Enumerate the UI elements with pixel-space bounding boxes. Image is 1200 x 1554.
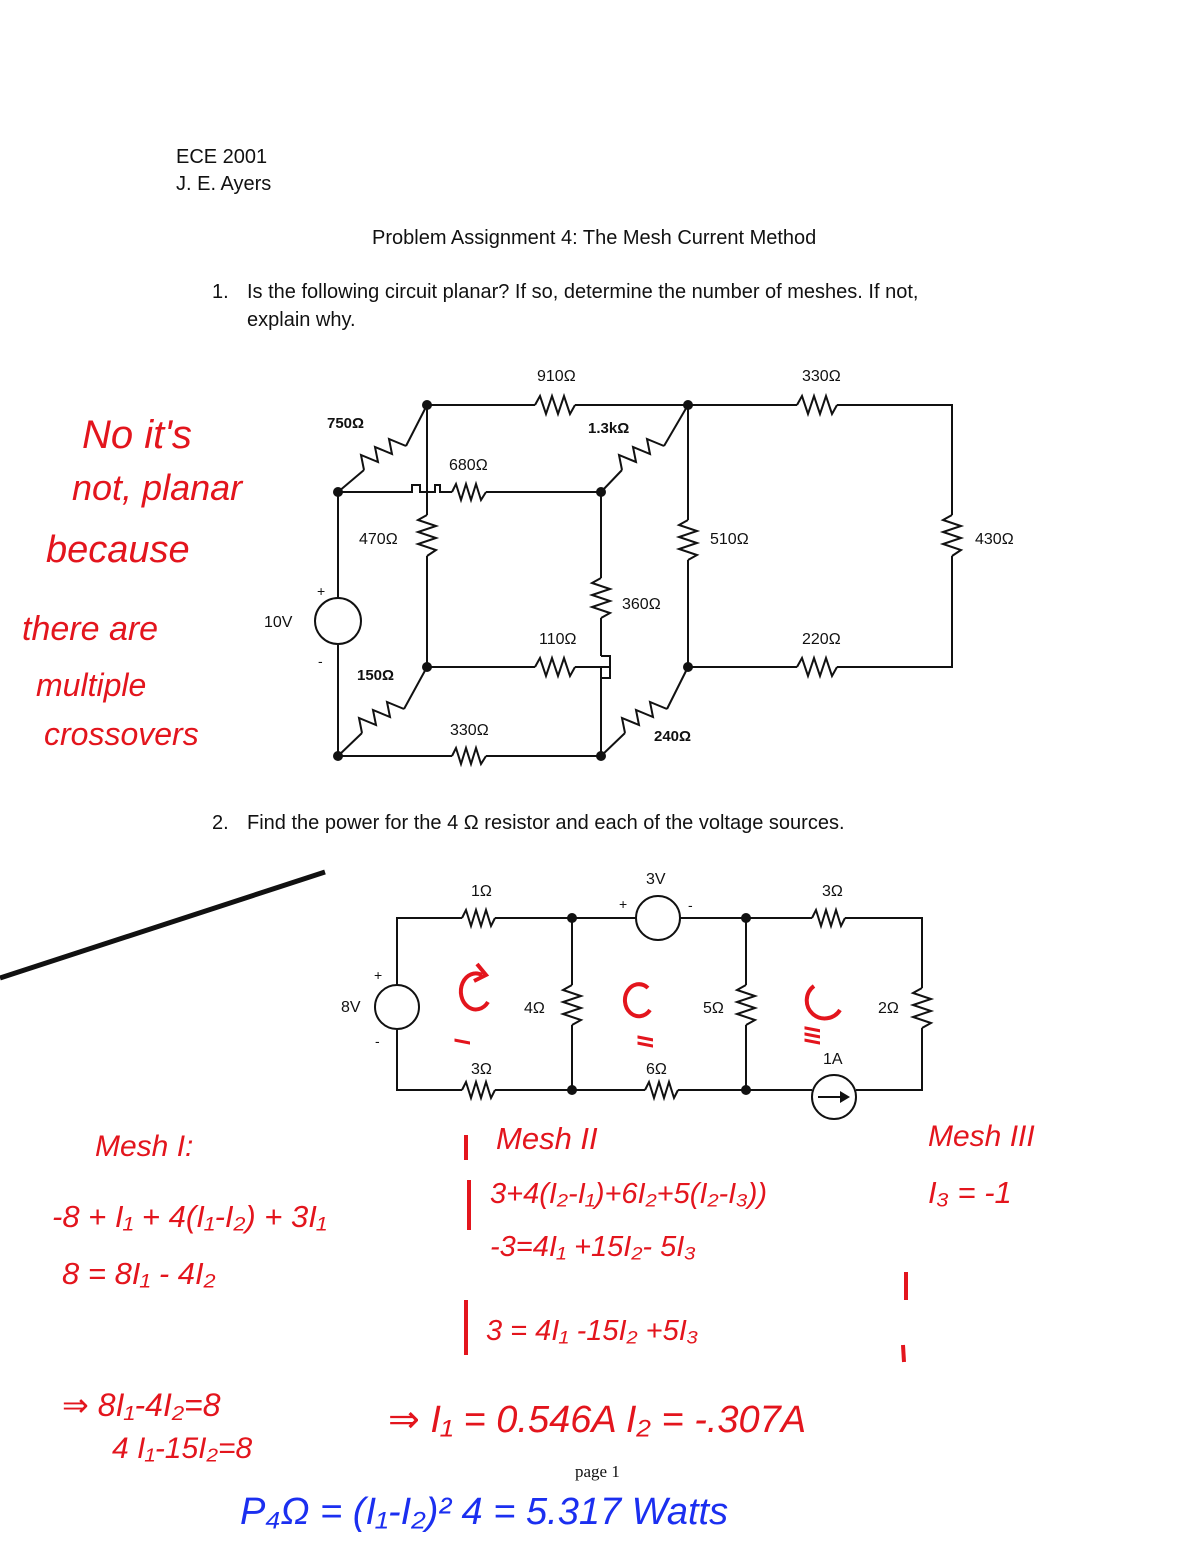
course-name: ECE 2001 <box>176 146 268 168</box>
label-330-ohm-top: 330Ω <box>802 368 841 385</box>
answer1-line2: not, planar <box>72 467 244 508</box>
label-1-ohm: 1Ω <box>471 883 492 900</box>
pen-stroke-line <box>0 869 326 981</box>
label-470-ohm: 470Ω <box>359 531 398 548</box>
mesh2-equation3: 3 = 4I₁ -15I₂ +5I₃ <box>486 1315 698 1347</box>
label-3v-source: 3V <box>646 871 666 888</box>
mesh2-equation2: -3=4I₁ +15I₂- 5I₃ <box>490 1231 696 1263</box>
label-8v-source: 8V <box>341 999 361 1016</box>
label-220-ohm: 220Ω <box>802 631 841 648</box>
label-240-ohm: 240Ω <box>654 728 691 745</box>
system-equation2: 4 I₁-15I₂=8 <box>112 1432 252 1465</box>
label-510-ohm: 510Ω <box>710 531 749 548</box>
system-equation1: ⇒ 8I₁-4I₂=8 <box>62 1387 221 1423</box>
label-6-ohm: 6Ω <box>646 1061 667 1078</box>
answer1-line1: No it's <box>82 413 192 457</box>
mesh2-arrow-icon <box>622 982 652 1019</box>
label-4-ohm: 4Ω <box>524 1000 545 1017</box>
answer1-block: No it's not, planar because there are mu… <box>22 413 244 752</box>
answer1-line4: there are <box>22 610 158 648</box>
mesh-equations: Mesh I: -8 + I₁ + 4(I₁-I₂) + 3I₁ 8 = 8I₁… <box>52 1120 1035 1465</box>
label-750-ohm: 750Ω <box>327 415 364 432</box>
problem1-text-line1: Is the following circuit planar? If so, … <box>247 281 919 303</box>
problem2-number: 2. <box>212 812 229 834</box>
assignment-title: Problem Assignment 4: The Mesh Current M… <box>372 227 817 249</box>
label-3-ohm-bottom: 3Ω <box>471 1061 492 1078</box>
mesh2-title: Mesh II <box>496 1121 598 1156</box>
answer1-line6: crossovers <box>44 716 199 752</box>
source1-plus: + <box>317 583 325 599</box>
label-910-ohm: 910Ω <box>537 368 576 385</box>
mesh1-arrowhead-icon <box>473 962 490 983</box>
answer1-line5: multiple <box>36 667 146 703</box>
label-330-ohm-bottom: 330Ω <box>450 722 489 739</box>
author-name: J. E. Ayers <box>176 173 272 195</box>
label-150-ohm: 150Ω <box>357 667 394 684</box>
label-360-ohm: 360Ω <box>622 596 661 613</box>
answer1-line3: because <box>46 529 190 571</box>
mesh3-arrow-icon <box>804 984 842 1021</box>
label-3-ohm-top: 3Ω <box>822 883 843 900</box>
mesh-label-3: III <box>800 1026 825 1045</box>
problem2-text: Find the power for the 4 Ω resistor and … <box>247 812 845 834</box>
label-110-ohm: 110Ω <box>539 631 577 648</box>
page-number: page 1 <box>575 1462 620 1481</box>
label-5-ohm: 5Ω <box>703 1000 724 1017</box>
mesh1-equation1: -8 + I₁ + 4(I₁-I₂) + 3I₁ <box>52 1199 327 1234</box>
mesh2-equation1: 3+4(I₂-I₁)+6I₂+5(I₂-I₃)) <box>490 1178 767 1210</box>
problem1-number: 1. <box>212 281 229 303</box>
label-430-ohm: 430Ω <box>975 531 1014 548</box>
mesh3-title: Mesh III <box>928 1120 1035 1153</box>
mesh1-equation2: 8 = 8I₁ - 4I₂ <box>62 1256 216 1291</box>
source8v-plus: + <box>374 967 382 983</box>
mesh1-arrow-icon <box>458 971 490 1012</box>
mesh-solution: ⇒ I₁ = 0.546A I₂ = -.307A <box>388 1399 806 1441</box>
label-1-3k-ohm: 1.3kΩ <box>588 420 629 437</box>
mesh-label-1: I <box>450 1038 475 1045</box>
source3v-plus: + <box>619 896 627 912</box>
mesh1-title: Mesh I: <box>95 1130 193 1163</box>
source1-minus: - <box>318 653 323 669</box>
mesh-arrows <box>458 962 908 1363</box>
label-2-ohm: 2Ω <box>878 1000 899 1017</box>
mesh3-equation: I₃ = -1 <box>928 1175 1012 1210</box>
label-1a-source: 1A <box>823 1051 843 1068</box>
source8v-minus: - <box>375 1033 380 1049</box>
mesh-label-2: II <box>633 1035 658 1048</box>
power-result: P₄Ω = (I₁-I₂)² 4 = 5.317 Watts <box>240 1491 728 1533</box>
label-10v-source: 10V <box>264 614 293 631</box>
label-680-ohm: 680Ω <box>449 457 488 474</box>
source3v-minus: - <box>688 897 693 913</box>
problem1-text-line2: explain why. <box>247 309 356 331</box>
